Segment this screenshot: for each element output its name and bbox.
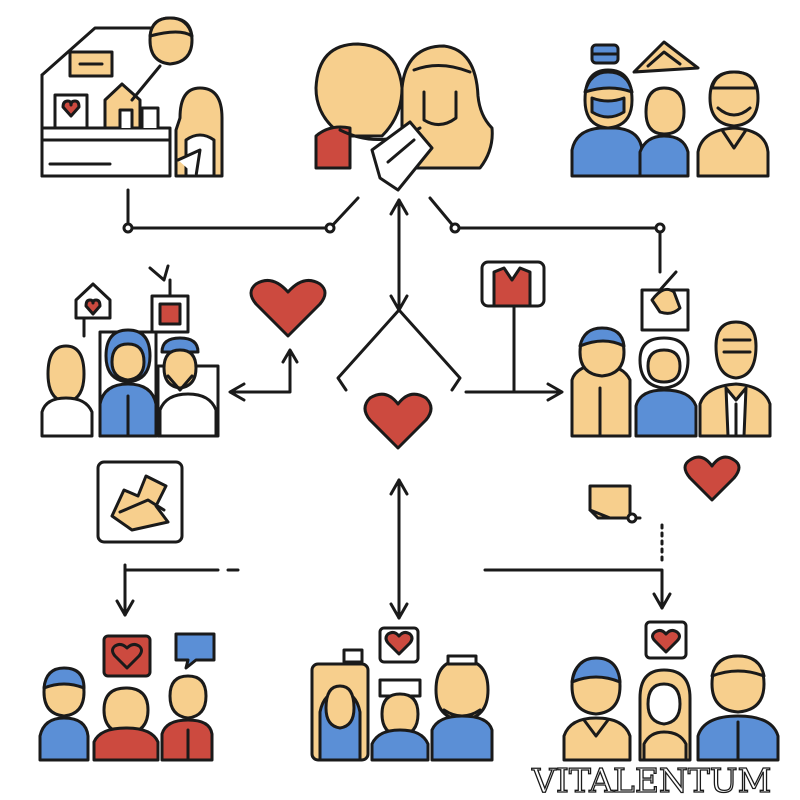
group-middle-right xyxy=(480,260,772,438)
group-bottom-left xyxy=(38,632,216,762)
group-top-center xyxy=(314,42,494,192)
group-top-right xyxy=(570,40,770,178)
watermark: VITALENTUM xyxy=(531,761,772,800)
heart-icon xyxy=(363,392,433,450)
chat-icon xyxy=(632,40,700,74)
heart-icon xyxy=(249,278,327,338)
medical-icon xyxy=(342,648,364,664)
connector-lines xyxy=(115,188,672,620)
note-marker xyxy=(588,484,642,524)
group-bottom-center xyxy=(310,626,494,762)
heart-icon xyxy=(683,455,741,502)
group-top-left xyxy=(40,16,224,178)
chat-icon xyxy=(174,632,216,670)
handshake-card xyxy=(96,460,184,544)
heart-icon xyxy=(61,99,81,118)
group-middle-left xyxy=(40,264,220,438)
group-bottom-right xyxy=(562,620,780,762)
heart-icon xyxy=(84,298,102,316)
hands-icon xyxy=(370,120,434,192)
